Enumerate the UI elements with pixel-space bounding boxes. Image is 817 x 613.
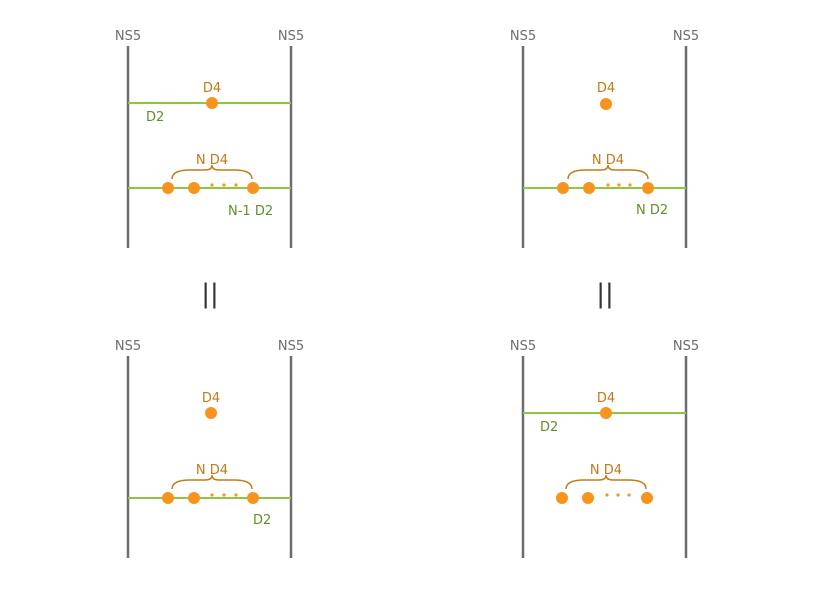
stack-d4-point	[583, 182, 595, 194]
stack-brace	[171, 474, 253, 490]
stack-d4-label: N D4	[590, 463, 622, 478]
stack-d4-point	[557, 182, 569, 194]
bottom-d2-label: N D2	[636, 203, 668, 218]
ellipsis-dot	[222, 493, 226, 497]
single-d4-label: D4	[597, 81, 615, 96]
stack-d4-point	[247, 182, 259, 194]
stack-brace	[171, 164, 253, 180]
single-d4-point	[206, 97, 218, 109]
single-d4-label: D4	[202, 391, 220, 406]
stack-d4-label: N D4	[592, 153, 624, 168]
stack-d4-point	[188, 492, 200, 504]
ns5-right-label: NS5	[673, 29, 699, 44]
bottom-d2-label: N-1 D2	[228, 204, 273, 219]
stack-d4-point	[641, 492, 653, 504]
stack-d4-point	[162, 492, 174, 504]
ns5-left-label: NS5	[115, 29, 141, 44]
ns5-left-label: NS5	[510, 29, 536, 44]
ellipsis-dot	[234, 183, 238, 187]
stack-d4-label: N D4	[196, 153, 228, 168]
stack-d4-point	[247, 492, 259, 504]
ellipsis-dot	[210, 493, 214, 497]
single-d4-point	[205, 407, 217, 419]
panel-bottom-right: NS5 NS5 D4 D2 N D4	[510, 339, 699, 558]
single-d4-label: D4	[597, 391, 615, 406]
ellipsis-dot	[606, 183, 610, 187]
ellipsis-dot	[627, 493, 631, 497]
panel-top-right: NS5 NS5 D4 N D4 N D2	[510, 29, 699, 248]
panel-top-left: NS5 NS5 D4 D2 N D4 N-1 D2	[115, 29, 304, 248]
single-d4-point	[600, 407, 612, 419]
ns5-left-label: NS5	[510, 339, 536, 354]
ellipsis-dot	[222, 183, 226, 187]
stack-brace	[567, 164, 649, 180]
single-d4-label: D4	[203, 81, 221, 96]
stack-d4-point	[162, 182, 174, 194]
ns5-right-label: NS5	[278, 29, 304, 44]
stack-d4-point	[582, 492, 594, 504]
stack-d4-point	[556, 492, 568, 504]
top-d2-label: D2	[146, 110, 164, 125]
ns5-left-label: NS5	[115, 339, 141, 354]
stack-d4-label: N D4	[196, 463, 228, 478]
ellipsis-dot	[628, 183, 632, 187]
ellipsis-dot	[617, 183, 621, 187]
ellipsis-dot	[210, 183, 214, 187]
ellipsis-dot	[234, 493, 238, 497]
equals-symbol-left: ||	[201, 279, 219, 309]
top-d2-label: D2	[540, 420, 558, 435]
bottom-d2-label: D2	[253, 513, 271, 528]
stack-d4-point	[642, 182, 654, 194]
ellipsis-dot	[605, 493, 609, 497]
ns5-right-label: NS5	[673, 339, 699, 354]
stack-d4-point	[188, 182, 200, 194]
single-d4-point	[600, 98, 612, 110]
equals-symbol-right: ||	[596, 279, 614, 309]
ellipsis-dot	[616, 493, 620, 497]
stack-brace	[565, 474, 647, 490]
ns5-right-label: NS5	[278, 339, 304, 354]
panel-bottom-left: NS5 NS5 D4 N D4 D2	[115, 339, 304, 558]
